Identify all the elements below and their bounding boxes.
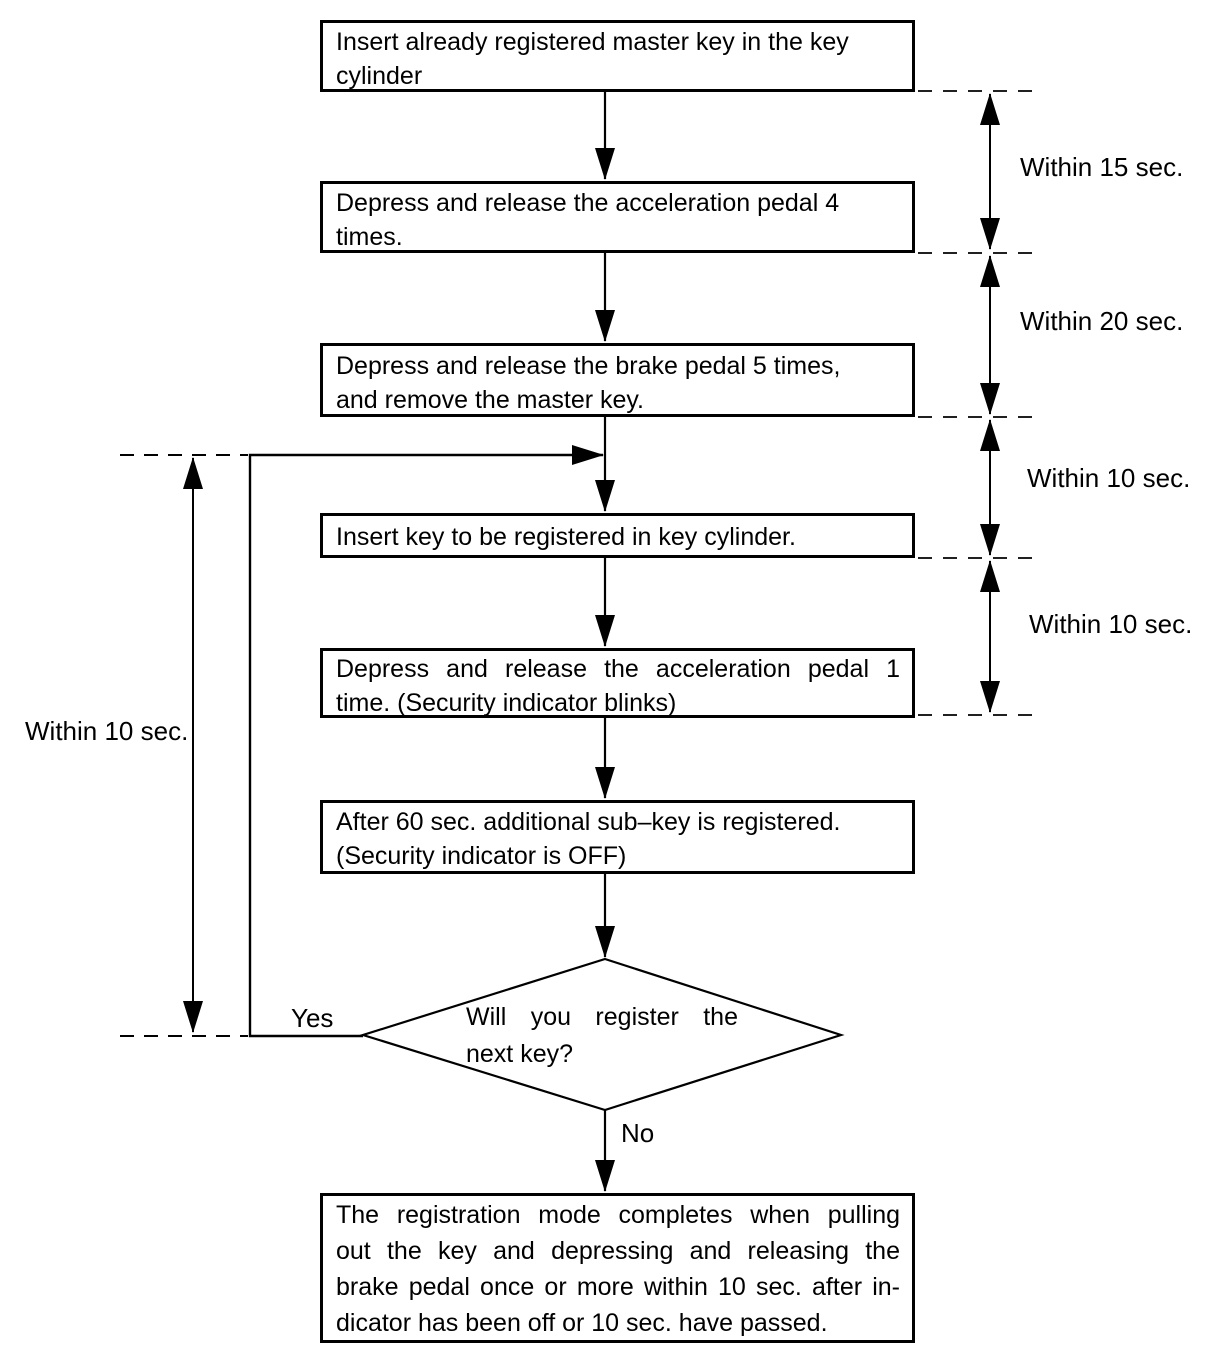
step-text-line: brake pedal once or more within 10 sec. … xyxy=(336,1273,900,1301)
timing-label-within-10-sec-left: Within 10 sec. xyxy=(25,716,189,746)
step-text-line: time. (Security indicator blinks) xyxy=(336,689,677,717)
step-text-line: Insert key to be registered in key cylin… xyxy=(336,523,796,551)
step-text-line: dicator has been off or 10 sec. have pas… xyxy=(336,1309,828,1337)
step-text-line: Depress and release the acceleration ped… xyxy=(336,655,900,683)
step-text-line: cylinder xyxy=(336,62,423,90)
step-text-line: The registration mode completes when pul… xyxy=(336,1201,900,1229)
step-text-line: After 60 sec. additional sub–key is regi… xyxy=(336,808,841,836)
step-text-line: times. xyxy=(336,223,403,251)
timing-label-within-15-sec: Within 15 sec. xyxy=(1020,152,1184,182)
dashed-reference-lines-right xyxy=(918,90,1038,716)
step-text-line: Insert already registered master key in … xyxy=(336,28,849,56)
step-text-line: and remove the master key. xyxy=(336,386,645,414)
step-depress-accel-1-time: Depress and release the acceleration ped… xyxy=(320,648,915,718)
decision-text-line: next key? xyxy=(466,1040,574,1068)
timing-label-within-10-sec-2: Within 10 sec. xyxy=(1029,609,1193,639)
step-insert-new-key: Insert key to be registered in key cylin… xyxy=(320,513,915,558)
step-depress-accel-4-times: Depress and release the acceleration ped… xyxy=(320,181,915,253)
no-branch-label: No xyxy=(621,1118,655,1148)
decision-diamond xyxy=(359,957,845,1112)
step-subkey-registered: After 60 sec. additional sub–key is regi… xyxy=(320,800,915,874)
step-registration-complete: The registration mode completes when pul… xyxy=(320,1193,915,1343)
step-text-line: Depress and release the brake pedal 5 ti… xyxy=(336,352,841,380)
step-depress-brake-5-times: Depress and release the brake pedal 5 ti… xyxy=(320,343,915,417)
step-insert-master-key: Insert already registered master key in … xyxy=(320,20,915,92)
step-text-line: out the key and depressing and releasing… xyxy=(336,1237,900,1265)
step-text-line: (Security indicator is OFF) xyxy=(336,842,627,870)
yes-branch-label: Yes xyxy=(291,1003,334,1033)
dashed-reference-lines-left xyxy=(120,454,248,1037)
loop-arrow-yes xyxy=(248,445,604,1038)
decision-register-next-key: Will you register the next key? xyxy=(466,999,738,1073)
timing-label-within-10-sec-1: Within 10 sec. xyxy=(1027,463,1191,493)
timing-label-within-20-sec: Within 20 sec. xyxy=(1020,306,1184,336)
decision-text-line: Will you register the xyxy=(466,1003,738,1031)
step-text-line: Depress and release the acceleration ped… xyxy=(336,189,840,217)
